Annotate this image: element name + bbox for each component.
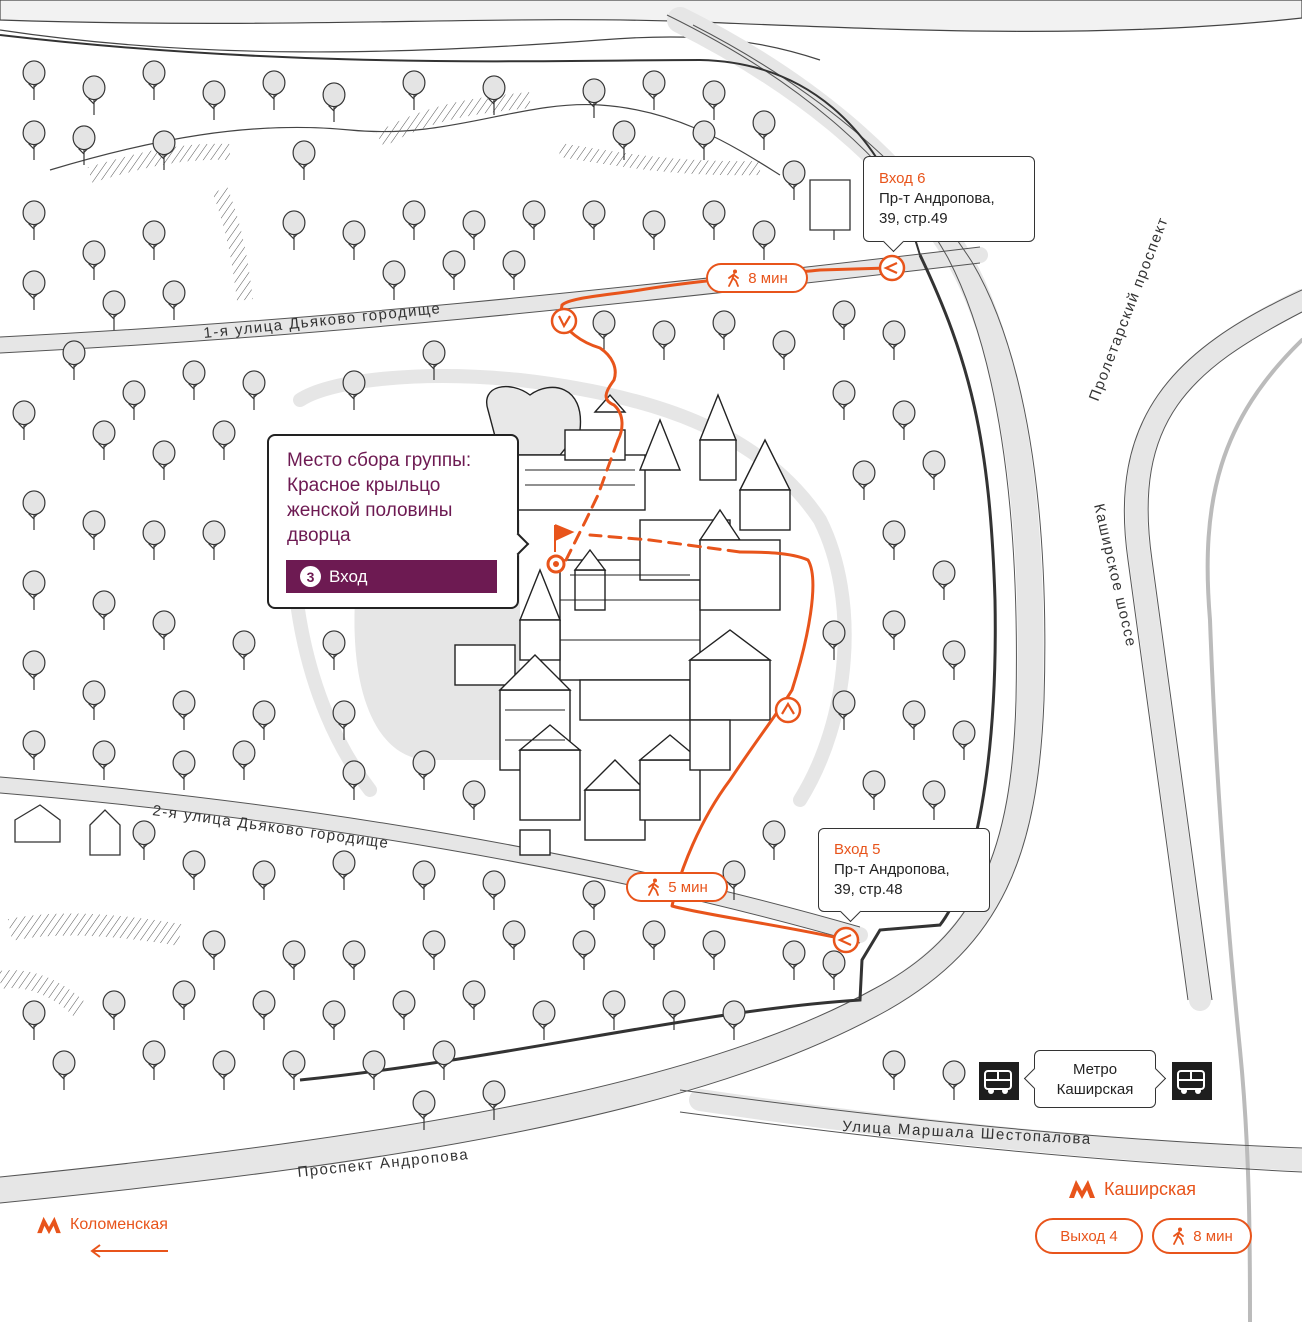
entry-5-address-line2: 39, стр.48 [834,881,903,898]
metro-kolomenskaya-name: Коломенская [70,1216,168,1233]
walking-person-icon [1173,1227,1185,1245]
street-proletarsky: Пролетарский проспект [1086,214,1172,403]
meeting-point-line1: Место сбора группы: [287,450,472,471]
walk-time-entry5-label: 5 мин [668,878,708,896]
metro-kolomenskaya[interactable]: Коломенская [36,1215,168,1235]
bus-stop-callout[interactable]: Метро Каширская [1023,1050,1167,1108]
bus-icon [1172,1062,1212,1100]
metro-logo-icon [37,1216,61,1235]
entry-5-title: Вход 5 [834,841,881,858]
metro-kashirskaya[interactable]: Каширская [1068,1178,1196,1200]
entry-5-callout[interactable]: Вход 5 Пр-т Андропова, 39, стр.48 [818,828,990,923]
entry-5-address-line1: Пр-т Андропова, [834,861,950,878]
metro-exit-label: Выход 4 [1060,1227,1118,1245]
entry-6-callout[interactable]: Вход 6 Пр-т Андропова, 39, стр.49 [863,156,1035,253]
entry-6-address-line2: 39, стр.49 [879,210,948,227]
metro-exit-button[interactable]: Выход 4 [1035,1218,1143,1254]
meeting-point-callout[interactable]: Место сбора группы: Красное крыльцо женс… [267,434,530,609]
houses [14,179,851,856]
entry-6-title: Вход 6 [879,170,926,187]
entry-label: Вход [329,566,368,586]
entry-number-badge: 3 [300,566,321,587]
meeting-point-line4: дворца [287,525,351,546]
walk-time-entry6-label: 8 мин [748,269,788,287]
left-arrow-icon [90,1244,168,1258]
walk-time-entry6: 8 мин [706,263,808,293]
metro-walk-time: 8 мин [1152,1218,1252,1254]
walking-routes [558,266,890,942]
bus-icon [979,1062,1019,1100]
meeting-point-entry-badge: 3 Вход [286,560,497,593]
bus-stop-line2: Каширская [1056,1081,1134,1098]
walking-person-icon [648,878,660,896]
walking-person-icon [728,269,740,287]
meeting-point-line2: Красное крыльцо [287,475,441,496]
route-markers [546,254,906,954]
metro-logo-icon [1069,1180,1095,1199]
meeting-point-line3: женской половины [287,500,453,521]
metro-walk-time-label: 8 мин [1193,1227,1233,1245]
bus-stop-line1: Метро [1072,1061,1118,1078]
meeting-point-title: Место сбора группы: Красное крыльцо женс… [287,448,512,548]
entry-6-address-line1: Пр-т Андропова, [879,190,995,207]
palace-complex [454,385,792,856]
metro-kashirskaya-name: Каширская [1104,1178,1197,1199]
walk-time-entry5: 5 мин [626,872,728,902]
